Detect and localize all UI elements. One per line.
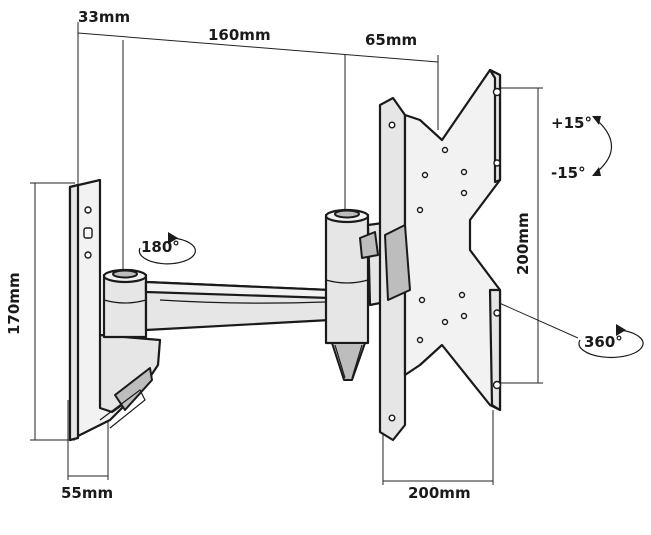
swing-arm bbox=[144, 280, 332, 332]
vesa-plate bbox=[378, 68, 502, 442]
rotate-arrow-icon bbox=[578, 329, 644, 359]
tilt-arrow-icon bbox=[597, 120, 612, 172]
dimension-labels: 33mm 160mm 65mm 55mm 200mm 170mm 200mm bbox=[5, 8, 532, 502]
dim-left-height: 170mm bbox=[5, 272, 23, 335]
arm-swivel-knuckle bbox=[324, 208, 370, 381]
dim-bottom-left: 55mm bbox=[61, 484, 113, 502]
dim-right-height: 200mm bbox=[514, 212, 532, 275]
rotation-swivel-label: 180° bbox=[141, 238, 180, 256]
dim-bottom-right: 200mm bbox=[408, 484, 471, 502]
dimension-lines bbox=[30, 22, 579, 485]
rotation-labels: 180° 360° +15° -15° bbox=[141, 114, 623, 351]
dim-top-left: 33mm bbox=[78, 8, 130, 26]
swivel-arrow-icon bbox=[138, 237, 196, 265]
dim-top-middle: 160mm bbox=[208, 26, 271, 44]
rotation-indicators bbox=[138, 116, 644, 359]
rotation-plate-label: 360° bbox=[584, 333, 623, 351]
wall-swivel-knuckle bbox=[102, 268, 148, 339]
tilt-up-label: +15° bbox=[551, 114, 592, 132]
wall-plate bbox=[68, 178, 162, 442]
tilt-down-label: -15° bbox=[551, 164, 586, 182]
dim-top-right: 65mm bbox=[365, 31, 417, 49]
